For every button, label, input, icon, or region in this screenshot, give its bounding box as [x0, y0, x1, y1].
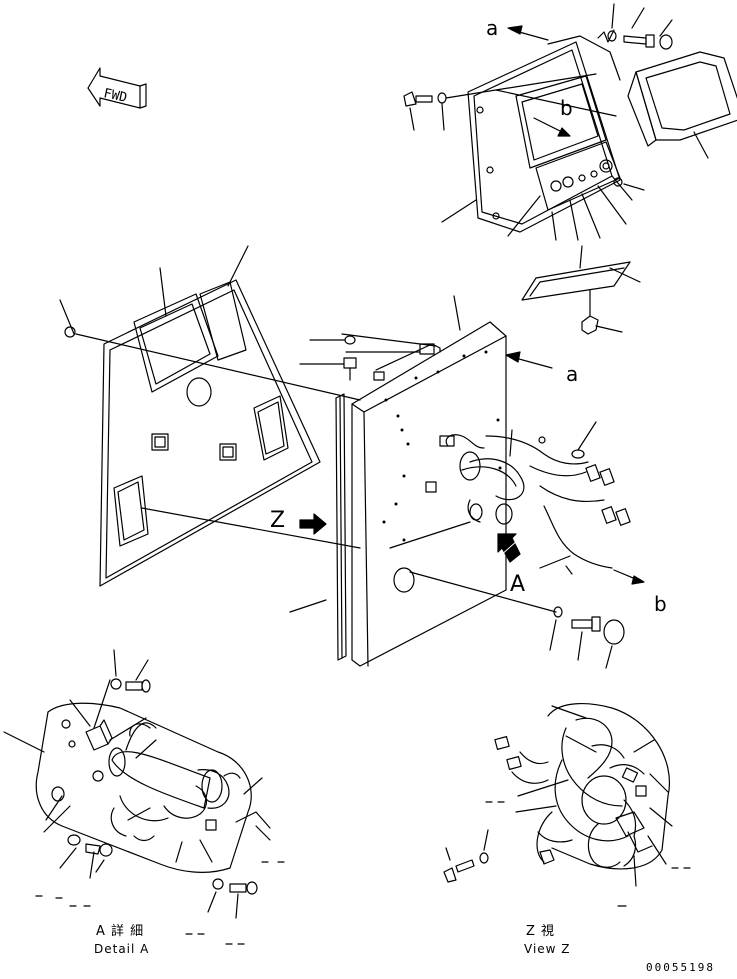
- view-z-drawing: [444, 704, 690, 906]
- figure-id: 00055198: [646, 961, 715, 974]
- callout-a-detail: A: [510, 572, 526, 597]
- fwd-arrow-icon: FWD: [88, 68, 146, 108]
- monitor-housing-assembly: [404, 4, 737, 334]
- callout-b-right: b: [654, 592, 667, 616]
- console-box: [300, 296, 644, 668]
- callout-z: Z: [270, 508, 286, 533]
- callout-a-right: a: [566, 362, 579, 386]
- front-cover-panel: [60, 246, 360, 586]
- caption-detail-a-en: Detail A: [94, 942, 150, 956]
- caption-detail-a-jp: A 詳 細: [96, 924, 145, 939]
- caption-view-z-en: View Z: [524, 942, 571, 956]
- callout-b-inner: b: [560, 96, 573, 120]
- seal-strip: [290, 394, 346, 660]
- fwd-label: FWD: [102, 86, 128, 106]
- caption-view-z-jp: Z 視: [526, 924, 556, 939]
- caption-dashes: [186, 934, 244, 944]
- detail-a-drawing: [4, 650, 284, 918]
- callout-a-top: a: [486, 16, 499, 40]
